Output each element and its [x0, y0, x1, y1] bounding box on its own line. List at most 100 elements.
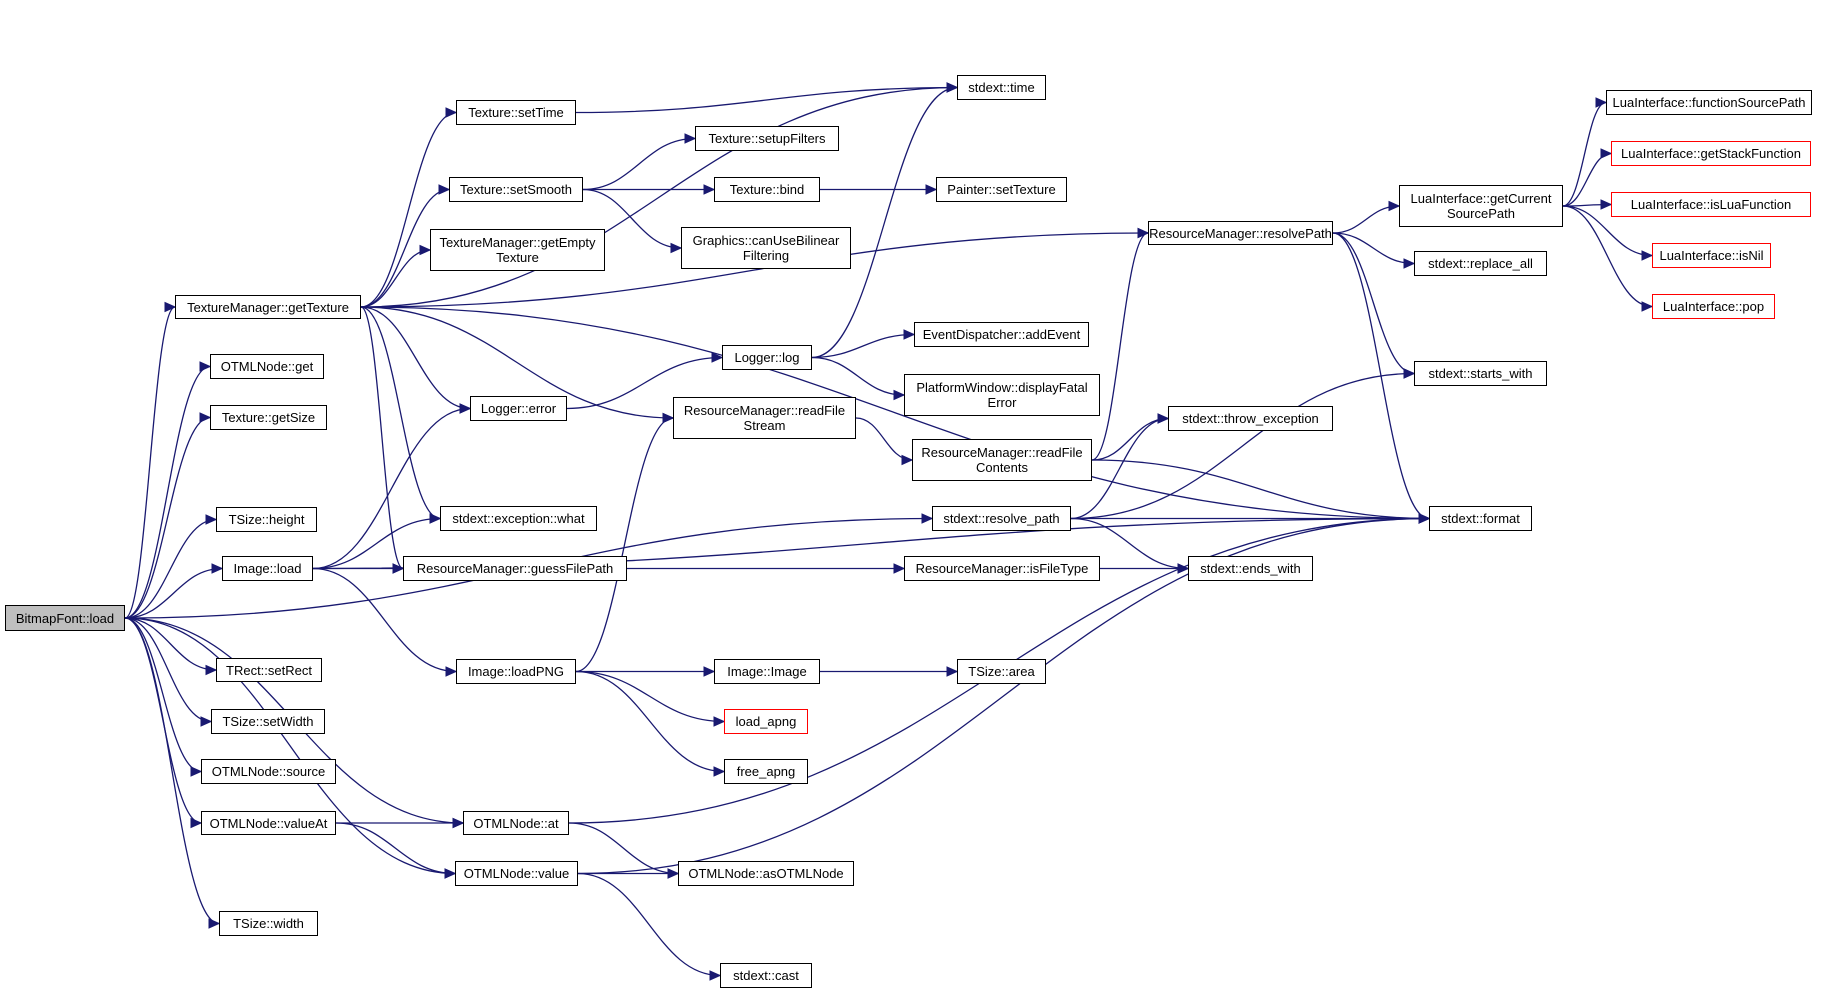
- node-luainterface-getstackfunction[interactable]: LuaInterface::getStackFunction: [1611, 141, 1811, 166]
- edge-image_loadpng-to-free_apng: [575, 670, 725, 773]
- arrowhead: [208, 918, 221, 929]
- arrowhead: [1403, 368, 1416, 379]
- arrowhead: [893, 389, 906, 401]
- node-logger-log[interactable]: Logger::log: [722, 345, 812, 370]
- node-otmlnode-valueat[interactable]: OTMLNode::valueAt: [201, 811, 336, 835]
- node-resourcemanager-readfilestream[interactable]: ResourceManager::readFile Stream: [673, 397, 856, 439]
- edge-otmlnode_valueat-to-otmlnode_value: [335, 822, 456, 875]
- node-stdext-replace-all[interactable]: stdext::replace_all: [1414, 251, 1547, 276]
- node-luainterface-isnil[interactable]: LuaInterface::isNil: [1652, 243, 1771, 268]
- edge-texture_settime-to-stdext_time: [575, 86, 958, 114]
- node-tsize-setwidth[interactable]: TSize::setWidth: [211, 709, 325, 734]
- edge-logger_log-to-stdext_time: [811, 86, 958, 359]
- edge-bitmapfont_load-to-tsize_height: [124, 518, 217, 619]
- node-otmlnode-asotmlnode[interactable]: OTMLNode::asOTMLNode: [678, 861, 854, 886]
- edge-image_load-to-stdext_exception_what: [312, 517, 441, 570]
- arrowhead: [205, 514, 218, 525]
- node-stdext-cast[interactable]: stdext::cast: [720, 963, 812, 988]
- node-logger-error[interactable]: Logger::error: [470, 396, 567, 421]
- node-painter-settexture[interactable]: Painter::setTexture: [936, 177, 1067, 202]
- arrowhead: [199, 412, 212, 423]
- edge-resourcemanager_resolvepath-to-stdext_replace_all: [1332, 232, 1415, 265]
- node-resourcemanager-guessfilepath[interactable]: ResourceManager::guessFilePath: [403, 556, 627, 581]
- arrowhead: [1641, 250, 1654, 261]
- node-texture-setsmooth[interactable]: Texture::setSmooth: [449, 177, 583, 202]
- edge-texture_setsmooth-to-graphics_canusebilinearfiltering: [582, 188, 682, 249]
- node-stdext-exception-what[interactable]: stdext::exception::what: [440, 506, 597, 531]
- node-image-image[interactable]: Image::Image: [714, 659, 820, 684]
- node-platformwindow-displayfatalerror[interactable]: PlatformWindow::displayFatal Error: [904, 374, 1100, 416]
- node-graphics-canusebilinearfiltering[interactable]: Graphics::canUseBilinear Filtering: [681, 227, 851, 269]
- node-load-apng[interactable]: load_apng: [724, 709, 808, 734]
- node-texture-bind[interactable]: Texture::bind: [714, 177, 820, 202]
- node-texturemanager-gettexture[interactable]: TextureManager::getTexture: [175, 295, 361, 319]
- node-stdext-time[interactable]: stdext::time: [957, 75, 1046, 100]
- node-stdext-starts-with[interactable]: stdext::starts_with: [1414, 361, 1547, 386]
- node-otmlnode-get[interactable]: OTMLNode::get: [210, 354, 324, 379]
- arrowhead: [444, 868, 457, 879]
- edge-otmlnode_at-to-otmlnode_asotmlnode: [568, 822, 679, 875]
- node-luainterface-pop[interactable]: LuaInterface::pop: [1652, 294, 1775, 319]
- arrowhead: [662, 412, 675, 424]
- edge-texturemanager_gettexture-to-resourcemanager_guessfilepath: [360, 306, 404, 570]
- node-stdext-format[interactable]: stdext::format: [1429, 506, 1532, 531]
- edge-texturemanager_gettexture-to-resourcemanager_readfilestream: [360, 306, 674, 419]
- node-resourcemanager-readfilecontents[interactable]: ResourceManager::readFile Contents: [912, 439, 1092, 481]
- edge-image_loadpng-to-resourcemanager_readfilestream: [575, 417, 674, 673]
- arrowhead: [925, 184, 938, 195]
- node-otmlnode-at[interactable]: OTMLNode::at: [463, 811, 569, 835]
- node-eventdispatcher-addevent[interactable]: EventDispatcher::addEvent: [914, 322, 1089, 347]
- arrowhead: [703, 666, 716, 677]
- node-bitmapfont-load[interactable]: BitmapFont::load: [5, 605, 125, 631]
- node-image-loadpng[interactable]: Image::loadPNG: [456, 659, 576, 684]
- edge-resourcemanager_readfilecontents-to-stdext_format: [1091, 459, 1430, 520]
- node-stdext-resolve-path[interactable]: stdext::resolve_path: [932, 506, 1071, 531]
- arrowhead: [903, 329, 916, 340]
- arrowhead: [1641, 301, 1654, 312]
- arrowhead: [164, 301, 177, 313]
- edge-otmlnode_value-to-stdext_cast: [577, 872, 721, 977]
- edge-texturemanager_gettexture-to-stdext_format: [360, 306, 1430, 520]
- arrowhead: [946, 82, 959, 93]
- node-luainterface-functionsourcepath[interactable]: LuaInterface::functionSourcePath: [1606, 90, 1812, 115]
- node-texture-settime[interactable]: Texture::setTime: [456, 100, 576, 125]
- node-otmlnode-value[interactable]: OTMLNode::value: [455, 861, 578, 886]
- edge-texturemanager_gettexture-to-stdext_exception_what: [360, 306, 441, 520]
- edge-logger_error-to-logger_log: [566, 356, 723, 410]
- node-resourcemanager-resolvepath[interactable]: ResourceManager::resolvePath: [1148, 221, 1333, 245]
- edge-bitmapfont_load-to-image_load: [124, 567, 223, 619]
- arrowhead: [438, 184, 451, 195]
- arrowhead: [429, 513, 442, 524]
- node-free-apng[interactable]: free_apng: [724, 759, 808, 784]
- arrowhead: [190, 766, 203, 777]
- edge-bitmapfont_load-to-tsize_width: [124, 617, 220, 925]
- node-tsize-height[interactable]: TSize::height: [216, 507, 317, 532]
- arrowhead: [1388, 200, 1401, 212]
- edge-luainterface_getcurrentsourcepath-to-luainterface_isnil: [1562, 205, 1653, 257]
- node-resourcemanager-isfiletype[interactable]: ResourceManager::isFileType: [904, 556, 1100, 581]
- edge-texturemanager_gettexture-to-texture_settime: [360, 111, 457, 308]
- edge-bitmapfont_load-to-texture_getsize: [124, 416, 211, 619]
- edge-texturemanager_gettexture-to-texture_setsmooth: [360, 188, 450, 308]
- node-stdext-ends-with[interactable]: stdext::ends_with: [1188, 556, 1313, 581]
- node-tsize-area[interactable]: TSize::area: [957, 659, 1046, 684]
- arrowhead: [946, 666, 959, 677]
- node-trect-setrect[interactable]: TRect::setRect: [216, 658, 322, 682]
- node-stdext-throw-exception[interactable]: stdext::throw_exception: [1168, 406, 1333, 431]
- edge-image_load-to-image_loadpng: [312, 567, 457, 673]
- node-texture-getsize[interactable]: Texture::getSize: [210, 405, 327, 430]
- node-image-load[interactable]: Image::load: [222, 556, 313, 581]
- edge-texturemanager_gettexture-to-resourcemanager_resolvepath: [360, 232, 1149, 308]
- arrowhead: [419, 244, 432, 256]
- edge-texturemanager_gettexture-to-texturemanager_getemptytexture: [360, 249, 431, 308]
- node-tsize-width[interactable]: TSize::width: [219, 911, 318, 936]
- node-texturemanager-getemptytexture[interactable]: TextureManager::getEmpty Texture: [430, 229, 605, 271]
- edge-resourcemanager_resolvepath-to-stdext_format: [1332, 232, 1430, 520]
- node-luainterface-isluafunction[interactable]: LuaInterface::isLuaFunction: [1611, 192, 1811, 217]
- arrowhead: [1403, 258, 1416, 269]
- node-otmlnode-source[interactable]: OTMLNode::source: [201, 759, 336, 784]
- node-luainterface-getcurrentsourcepath[interactable]: LuaInterface::getCurrent SourcePath: [1399, 185, 1563, 227]
- edge-bitmapfont_load-to-tsize_setwidth: [124, 617, 212, 723]
- arrowhead: [445, 107, 458, 118]
- node-texture-setupfilters[interactable]: Texture::setupFilters: [695, 126, 839, 151]
